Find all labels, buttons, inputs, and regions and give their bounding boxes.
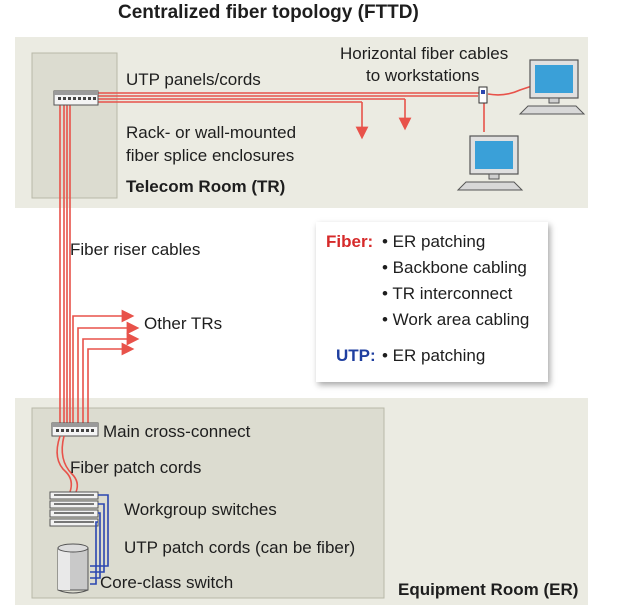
legend-fiber-item: • Backbone cabling bbox=[382, 258, 527, 277]
fiber-patch-cords bbox=[56, 435, 79, 493]
legend-fiber-item: • TR interconnect bbox=[382, 284, 513, 303]
enclosures-label-2: fiber splice enclosures bbox=[126, 146, 295, 165]
telecom-room-panel bbox=[31, 52, 118, 199]
utp-panels-label: UTP panels/cords bbox=[126, 70, 261, 89]
main-cross-connect-panel-icon bbox=[51, 422, 99, 437]
main-cross-connect-label: Main cross-connect bbox=[103, 422, 251, 441]
legend-fiber-item: • Work area cabling bbox=[382, 310, 530, 329]
horizontal-fiber-cables bbox=[98, 85, 533, 140]
riser-label: Fiber riser cables bbox=[70, 240, 201, 259]
cable-legend: Fiber: • ER patching • Backbone cabling … bbox=[316, 222, 548, 382]
tr-patch-panel-icon bbox=[53, 90, 99, 106]
legend-fiber-label: Fiber: bbox=[326, 232, 374, 251]
diagram-title: Centralized fiber topology (FTTD) bbox=[118, 2, 419, 23]
fiber-outlet-icon bbox=[478, 86, 488, 104]
legend-utp-label: UTP: bbox=[336, 346, 376, 365]
patch-cords-label: Fiber patch cords bbox=[70, 458, 202, 477]
workstation-computer-icon bbox=[518, 59, 586, 115]
workgroup-switches-label: Workgroup switches bbox=[124, 500, 277, 519]
other-trs-label: Other TRs bbox=[144, 314, 223, 333]
fiber-riser-cables bbox=[59, 104, 140, 424]
core-switch-icon bbox=[57, 543, 89, 594]
telecom-room-label: Telecom Room (TR) bbox=[126, 177, 286, 196]
workstations-label: to workstations bbox=[366, 66, 480, 85]
workstation-computer-icon bbox=[456, 135, 524, 191]
equipment-room-label: Equipment Room (ER) bbox=[398, 580, 579, 599]
legend-fiber-item: • ER patching bbox=[382, 232, 486, 251]
utp-patch-cords-label: UTP patch cords (can be fiber) bbox=[124, 538, 356, 557]
enclosures-label: Rack- or wall-mounted bbox=[126, 123, 297, 142]
core-switch-label: Core-class switch bbox=[100, 573, 234, 592]
utp-patch-cords bbox=[90, 494, 109, 585]
horizontal-fiber-label: Horizontal fiber cables bbox=[340, 44, 509, 63]
legend-utp-item: • ER patching bbox=[382, 346, 486, 365]
